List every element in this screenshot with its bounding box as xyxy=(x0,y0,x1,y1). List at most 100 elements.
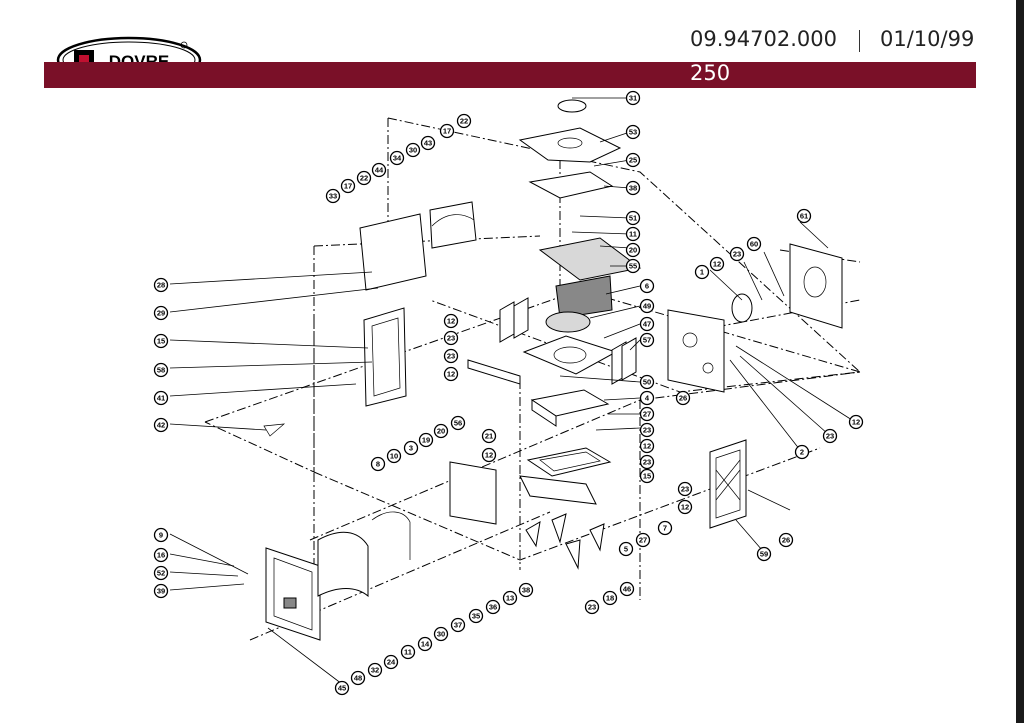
callout-48: 48 xyxy=(350,670,366,686)
callout-46: 46 xyxy=(619,581,635,597)
callout-38: 38 xyxy=(625,180,641,196)
svg-text:45: 45 xyxy=(338,684,346,693)
svg-text:52: 52 xyxy=(157,569,165,578)
svg-text:1: 1 xyxy=(700,268,704,277)
svg-text:5: 5 xyxy=(624,545,628,554)
svg-text:23: 23 xyxy=(681,485,689,494)
callout-12: 12 xyxy=(848,414,864,430)
callout-17: 17 xyxy=(439,123,455,139)
callout-44: 44 xyxy=(371,162,387,178)
callout-55: 55 xyxy=(625,258,641,274)
callout-27: 27 xyxy=(635,532,651,548)
callout-19: 19 xyxy=(418,432,434,448)
svg-text:15: 15 xyxy=(643,472,651,481)
callout-25: 25 xyxy=(625,152,641,168)
svg-text:49: 49 xyxy=(643,302,651,311)
svg-text:11: 11 xyxy=(404,648,412,657)
callout-15: 15 xyxy=(639,468,655,484)
callout-30: 30 xyxy=(405,142,421,158)
svg-text:15: 15 xyxy=(157,337,165,346)
callout-10: 10 xyxy=(386,448,402,464)
callout-39: 39 xyxy=(153,583,169,599)
svg-text:19: 19 xyxy=(422,436,430,445)
callout-12: 12 xyxy=(443,313,459,329)
callout-15: 15 xyxy=(153,333,169,349)
svg-text:22: 22 xyxy=(360,174,368,183)
svg-text:34: 34 xyxy=(393,154,402,163)
svg-text:58: 58 xyxy=(157,366,165,375)
svg-text:56: 56 xyxy=(454,419,462,428)
callout-2: 2 xyxy=(794,444,810,460)
callout-12: 12 xyxy=(709,256,725,272)
svg-text:30: 30 xyxy=(409,146,417,155)
svg-text:14: 14 xyxy=(421,640,430,649)
callout-36: 36 xyxy=(485,599,501,615)
callout-14: 14 xyxy=(417,636,433,652)
svg-text:29: 29 xyxy=(157,309,165,318)
part-flue-collar xyxy=(731,243,843,329)
callout-20: 20 xyxy=(625,242,641,258)
part-top-door-frame xyxy=(263,307,521,437)
callout-23: 23 xyxy=(639,454,655,470)
callout-17: 17 xyxy=(340,178,356,194)
svg-text:20: 20 xyxy=(629,246,637,255)
callout-29: 29 xyxy=(153,305,169,321)
svg-text:23: 23 xyxy=(643,458,651,467)
svg-text:55: 55 xyxy=(629,262,637,271)
svg-text:33: 33 xyxy=(329,192,337,201)
header-bar xyxy=(44,62,976,88)
leader-lines xyxy=(169,97,853,685)
svg-text:27: 27 xyxy=(639,536,647,545)
callout-11: 11 xyxy=(625,226,641,242)
svg-text:11: 11 xyxy=(629,230,637,239)
callout-61: 61 xyxy=(796,208,812,224)
callout-49: 49 xyxy=(639,298,655,314)
svg-text:12: 12 xyxy=(852,418,860,427)
svg-text:35: 35 xyxy=(472,612,480,621)
svg-text:26: 26 xyxy=(679,394,687,403)
callout-21: 21 xyxy=(481,428,497,444)
part-ash-pan xyxy=(519,389,612,505)
callout-50: 50 xyxy=(639,374,655,390)
callout-9: 9 xyxy=(153,527,169,543)
callout-31: 31 xyxy=(625,90,641,106)
svg-text:59: 59 xyxy=(760,550,768,559)
svg-text:36: 36 xyxy=(489,603,497,612)
callout-23: 23 xyxy=(584,599,600,615)
callout-11: 11 xyxy=(400,644,416,660)
svg-text:8: 8 xyxy=(376,460,380,469)
svg-text:23: 23 xyxy=(447,334,455,343)
callout-18: 18 xyxy=(602,590,618,606)
part-baffle xyxy=(538,237,642,319)
document-date: 01/10/99 xyxy=(880,27,975,51)
part-legs xyxy=(525,513,605,570)
svg-text:22: 22 xyxy=(460,117,468,126)
svg-text:23: 23 xyxy=(588,603,596,612)
svg-text:61: 61 xyxy=(800,212,808,221)
svg-text:57: 57 xyxy=(643,336,651,345)
callout-5: 5 xyxy=(618,541,634,557)
part-top-plate xyxy=(518,99,622,199)
svg-text:31: 31 xyxy=(629,94,637,103)
svg-text:26: 26 xyxy=(782,536,790,545)
model-number: 250 xyxy=(690,61,731,85)
svg-text:17: 17 xyxy=(443,127,451,136)
callout-23: 23 xyxy=(443,330,459,346)
svg-text:23: 23 xyxy=(733,250,741,259)
callout-35: 35 xyxy=(468,608,484,624)
svg-text:60: 60 xyxy=(750,240,758,249)
callout-32: 32 xyxy=(367,662,383,678)
svg-text:9: 9 xyxy=(159,531,163,540)
callout-59: 59 xyxy=(756,546,772,562)
svg-text:16: 16 xyxy=(157,551,165,560)
svg-text:20: 20 xyxy=(437,427,445,436)
svg-text:25: 25 xyxy=(629,156,637,165)
callout-12: 12 xyxy=(639,438,655,454)
callout-23: 23 xyxy=(677,481,693,497)
svg-text:18: 18 xyxy=(606,594,614,603)
svg-text:23: 23 xyxy=(826,432,834,441)
callout-23: 23 xyxy=(443,348,459,364)
callout-6: 6 xyxy=(639,278,655,294)
